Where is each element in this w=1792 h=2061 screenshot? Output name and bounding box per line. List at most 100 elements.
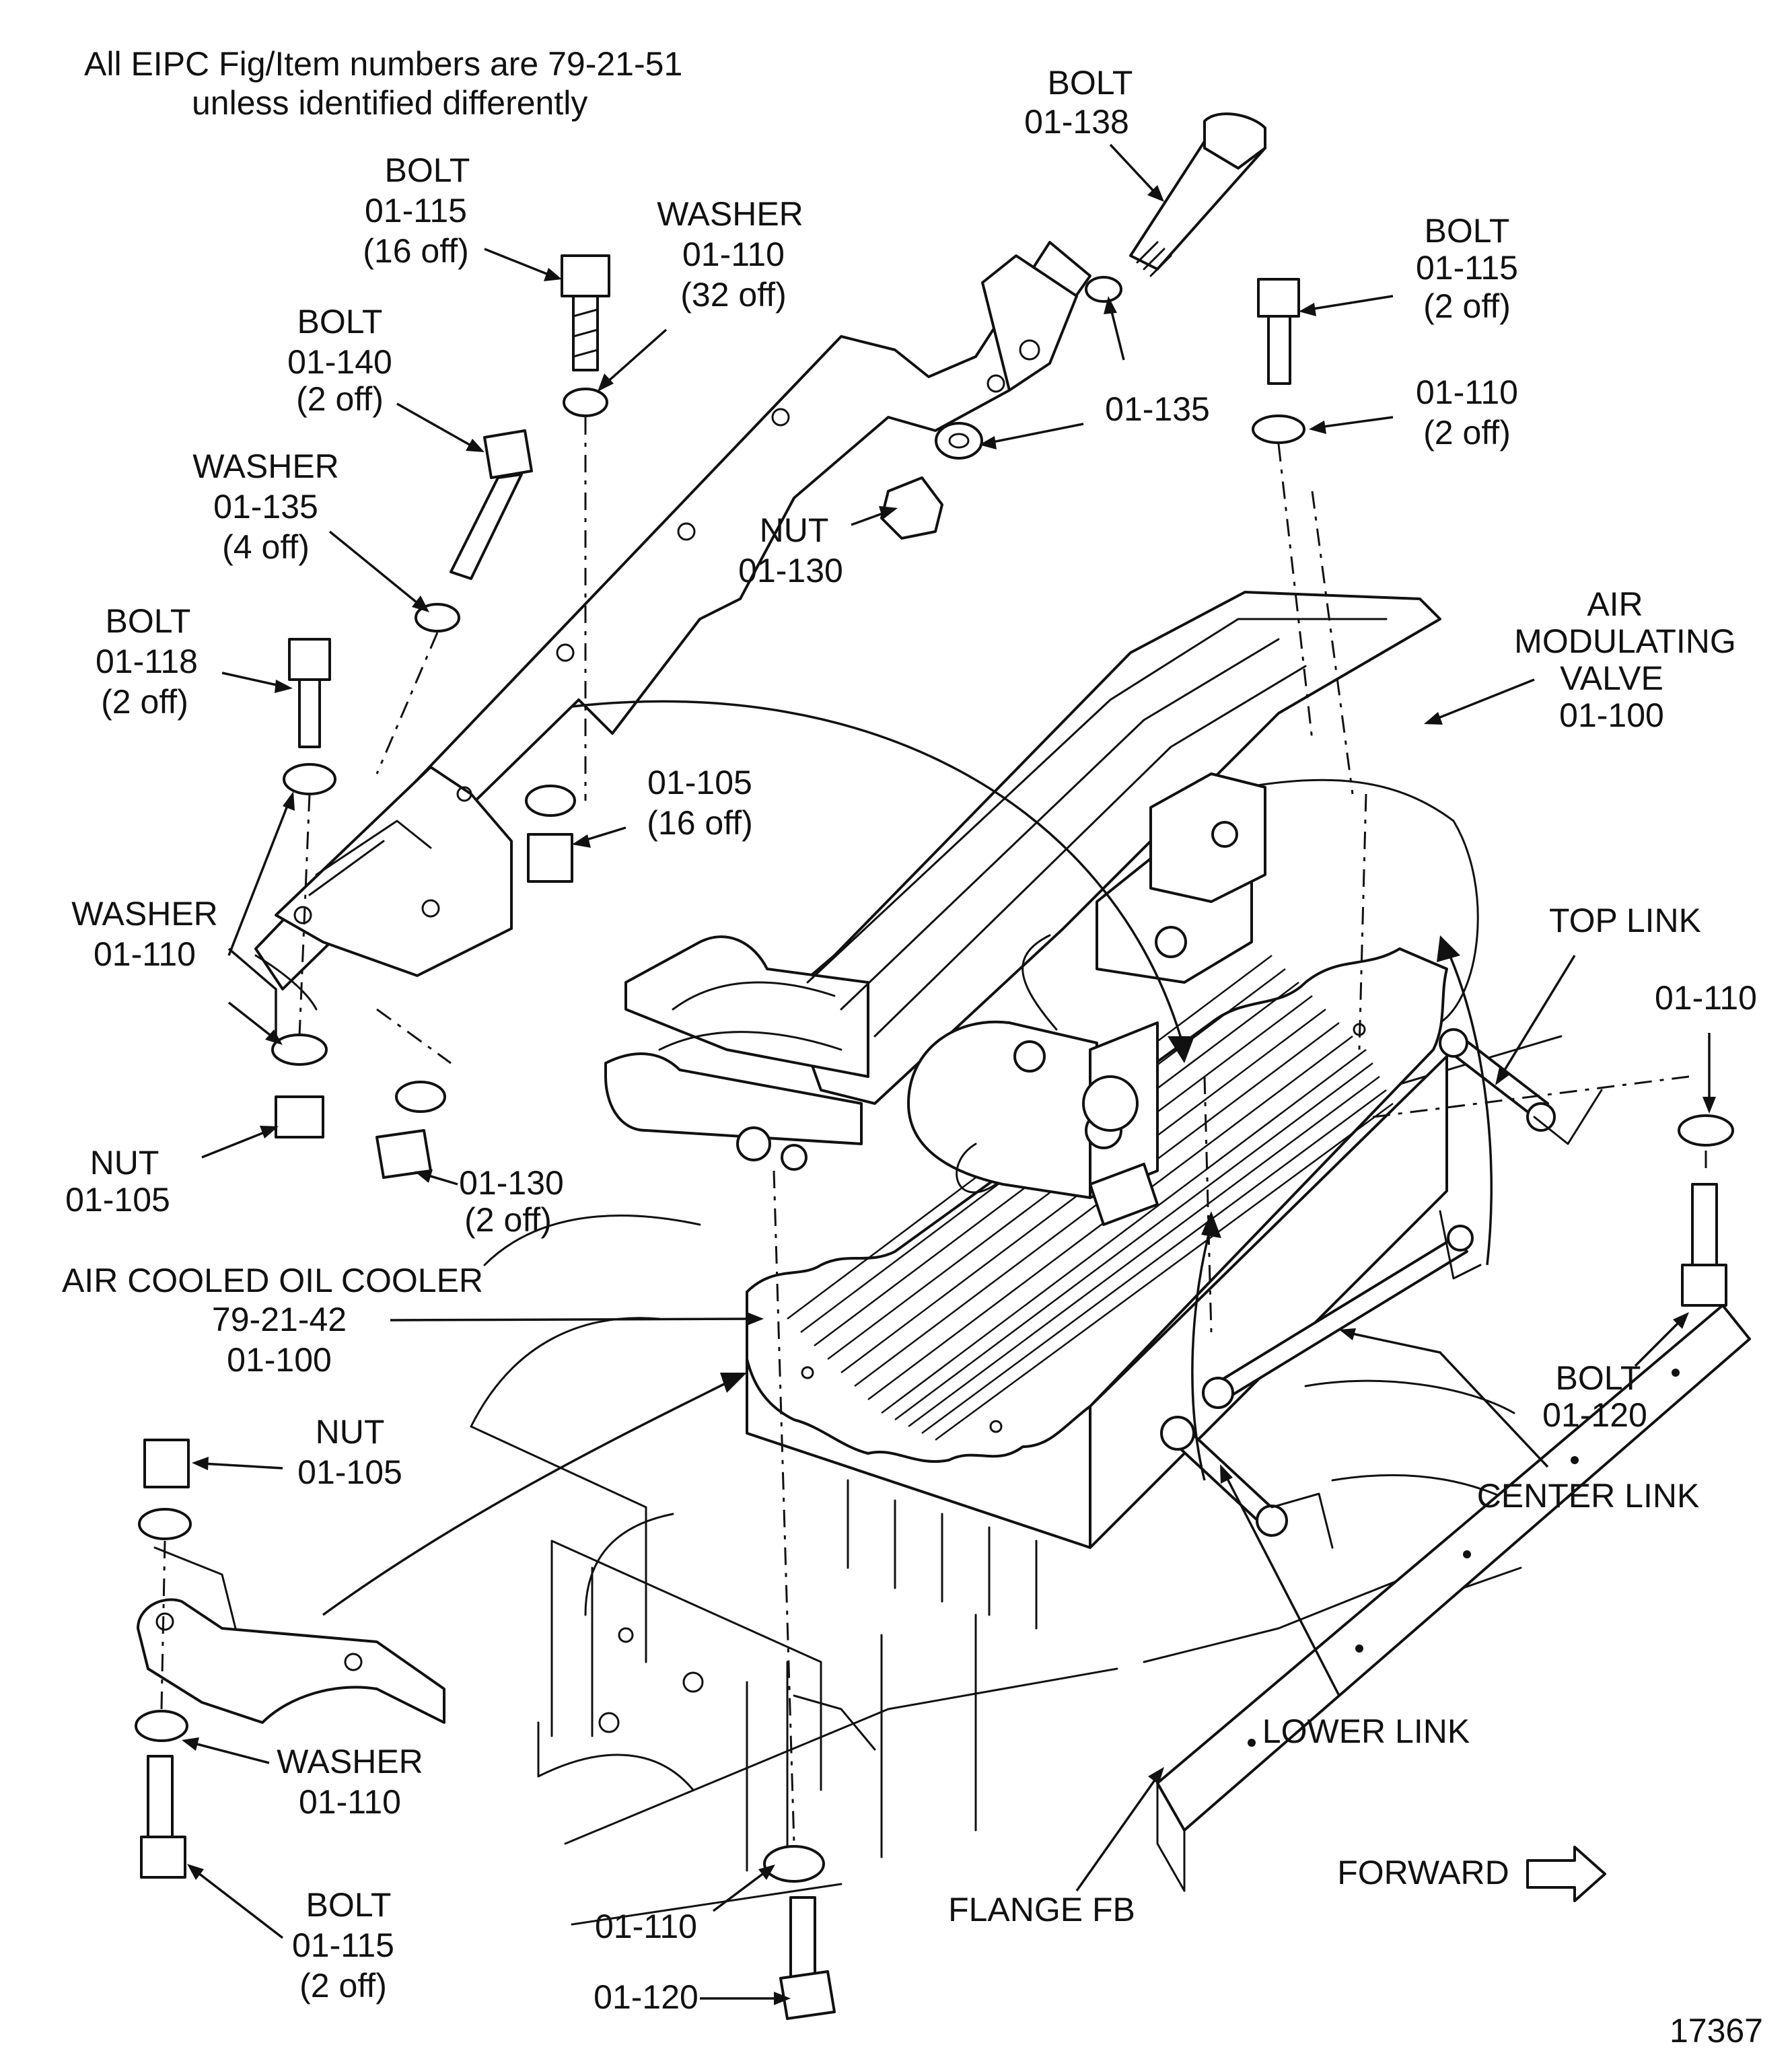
washer-nut-left-lower-part (271, 1034, 328, 1138)
bolt-118-l3: (2 off) (101, 683, 188, 721)
washer-nut-105-part (525, 785, 576, 883)
amv-l3: VALVE (1560, 659, 1663, 697)
note-line-1: All EIPC Fig/Item numbers are 79-21-51 (84, 45, 682, 83)
callout-01-110-2-off: 01-110 (2 off) (1416, 373, 1518, 451)
amv-l4: 01-100 (1559, 696, 1664, 734)
callout-bolt-01-120-right: BOLT 01-120 (1542, 1359, 1647, 1434)
callout-nut-01-105-left: NUT 01-105 (65, 1144, 170, 1219)
callout-bolt-01-115-2-off-top: BOLT 01-115 (2 off) (1416, 212, 1518, 325)
bolt-01-140-part (415, 429, 533, 632)
callout-bolt-01-115-bottom: BOLT 01-115 (2 off) (292, 1886, 394, 2004)
callout-nut-01-105-bottom: NUT 01-105 (297, 1413, 402, 1491)
figure-number: 17367 (1670, 2012, 1763, 2050)
oil-cooler-l1: AIR COOLED OIL COOLER (62, 1262, 483, 1299)
lower-link (1160, 1416, 1334, 1549)
amv-l2: MODULATING (1514, 622, 1736, 660)
callout-washer-01-110-32-off: WASHER 01-110 (32 off) (657, 195, 803, 314)
washer-110-32-l2: 01-110 (682, 236, 785, 273)
bottom-left-bracket (137, 1546, 445, 1724)
item-130-2-l1: 01-130 (459, 1164, 564, 1202)
callout-01-120-bottom: 01-120 (594, 1978, 698, 2016)
item-110-bottom-l1: 01-110 (595, 1908, 697, 1945)
item-120-bottom-l1: 01-120 (594, 1978, 698, 2016)
washer-bolt-01-120-right-part (1678, 1114, 1734, 1307)
item-110-right-l1: 01-110 (1655, 979, 1757, 1017)
bolt-115-bottom-l1: BOLT (306, 1886, 392, 1924)
bolt-115-16-l1: BOLT (385, 151, 470, 189)
bolt-115-16-l2: 01-115 (365, 192, 467, 229)
bolt-01-115-top-right-part (1252, 278, 1305, 444)
item-110-2-l1: 01-110 (1416, 373, 1518, 411)
center-link-l1: CENTER LINK (1477, 1477, 1700, 1515)
callout-air-modulating-valve: AIR MODULATING VALVE 01-100 (1514, 585, 1736, 734)
bolt-01-138-part (1085, 112, 1266, 303)
callout-washer-01-110-bottom: WASHER 01-110 (277, 1743, 423, 1821)
bolt-01-118-part (283, 638, 336, 795)
forward-arrow-icon (1526, 1846, 1606, 1902)
bolt-140-l3: (2 off) (296, 380, 384, 418)
washer-110-left-l1: WASHER (71, 895, 218, 933)
top-link-l1: TOP LINK (1549, 902, 1701, 939)
center-lines (160, 417, 1707, 1844)
oil-cooler-l2: 79-21-42 (212, 1301, 347, 1338)
washer-135-l1: WASHER (192, 447, 339, 485)
amv-l1: AIR (1587, 585, 1643, 623)
washer-01-110-upper-part (563, 388, 608, 417)
callout-washer-01-135: WASHER 01-135 (4 off) (192, 447, 339, 566)
flange-fb-l1: FLANGE FB (948, 1891, 1135, 1928)
bolt-118-l2: 01-118 (96, 643, 198, 680)
washer-135-l2: 01-135 (213, 488, 318, 526)
oil-cooler-l3: 01-100 (227, 1341, 332, 1379)
bolt-118-l1: BOLT (106, 602, 191, 640)
item-105-16-l1: 01-105 (647, 764, 752, 801)
bolt-140-l1: BOLT (297, 303, 383, 340)
callout-nut-01-130: NUT 01-130 (738, 511, 843, 589)
bolt-138-l1: BOLT (1048, 64, 1133, 102)
callout-top-link: TOP LINK (1549, 902, 1701, 939)
washer-nut-130-lower-part (375, 1081, 446, 1179)
nut-105-left-l1: NUT (90, 1144, 159, 1182)
washer-110-32-l3: (32 off) (680, 276, 787, 314)
bolt-120-right-l2: 01-120 (1542, 1396, 1647, 1434)
item-105-16-l2: (16 off) (647, 804, 753, 842)
washer-110-left-l2: 01-110 (94, 935, 196, 973)
callout-bolt-01-140: BOLT 01-140 (2 off) (287, 303, 392, 418)
bolt-115-top-l3: (2 off) (1423, 287, 1511, 325)
nut-105-bottom-l2: 01-105 (297, 1453, 402, 1491)
callout-center-link: CENTER LINK (1477, 1477, 1700, 1515)
bolt-115-top-l1: BOLT (1425, 212, 1510, 250)
item-110-2-l2: (2 off) (1423, 414, 1511, 451)
bolt-115-bottom-l2: 01-115 (292, 1926, 394, 1964)
top-link (1439, 1028, 1603, 1145)
nut-105-left-l2: 01-105 (65, 1181, 170, 1219)
bolt-140-l2: 01-140 (287, 343, 392, 381)
callout-washer-01-110-left: WASHER 01-110 (71, 895, 218, 973)
callout-forward: FORWARD (1337, 1854, 1509, 1891)
callout-bolt-01-115-16-off: BOLT 01-115 (16 off) (363, 151, 470, 270)
callout-01-105-16-off: 01-105 (16 off) (647, 764, 753, 842)
bolt-120-right-l1: BOLT (1556, 1359, 1641, 1397)
note-line-2: unless identified differently (192, 84, 587, 122)
leader-lines (182, 143, 1716, 2005)
washer-bolt-bottom-center-part (763, 1845, 836, 2020)
left-bracket (254, 766, 513, 1011)
callout-01-110-right: 01-110 (1655, 979, 1757, 1017)
callout-bolt-01-138: BOLT 01-138 (1024, 64, 1133, 141)
nut-105-bottom-l1: NUT (316, 1413, 385, 1451)
nut-01-130-upper-part (880, 476, 943, 540)
washer-110-bottom-l1: WASHER (277, 1743, 423, 1780)
bolt-115-top-l2: 01-115 (1416, 249, 1518, 287)
lower-link-l1: LOWER LINK (1262, 1712, 1470, 1750)
nut-washer-bolt-bottom-left-part (135, 1439, 192, 1879)
callout-lower-link: LOWER LINK (1262, 1712, 1470, 1750)
forward-l1: FORWARD (1337, 1854, 1509, 1891)
item-135-l1: 01-135 (1105, 390, 1210, 428)
nut-130-l1: NUT (760, 511, 829, 549)
callout-flange-fb: FLANGE FB (948, 1891, 1135, 1928)
center-link (1202, 1210, 1482, 1409)
bolt-115-bottom-l3: (2 off) (299, 1967, 387, 2004)
callout-01-135: 01-135 (1105, 390, 1210, 428)
air-modulating-valve (604, 591, 1441, 1226)
nut-130-l2: 01-130 (738, 552, 843, 589)
